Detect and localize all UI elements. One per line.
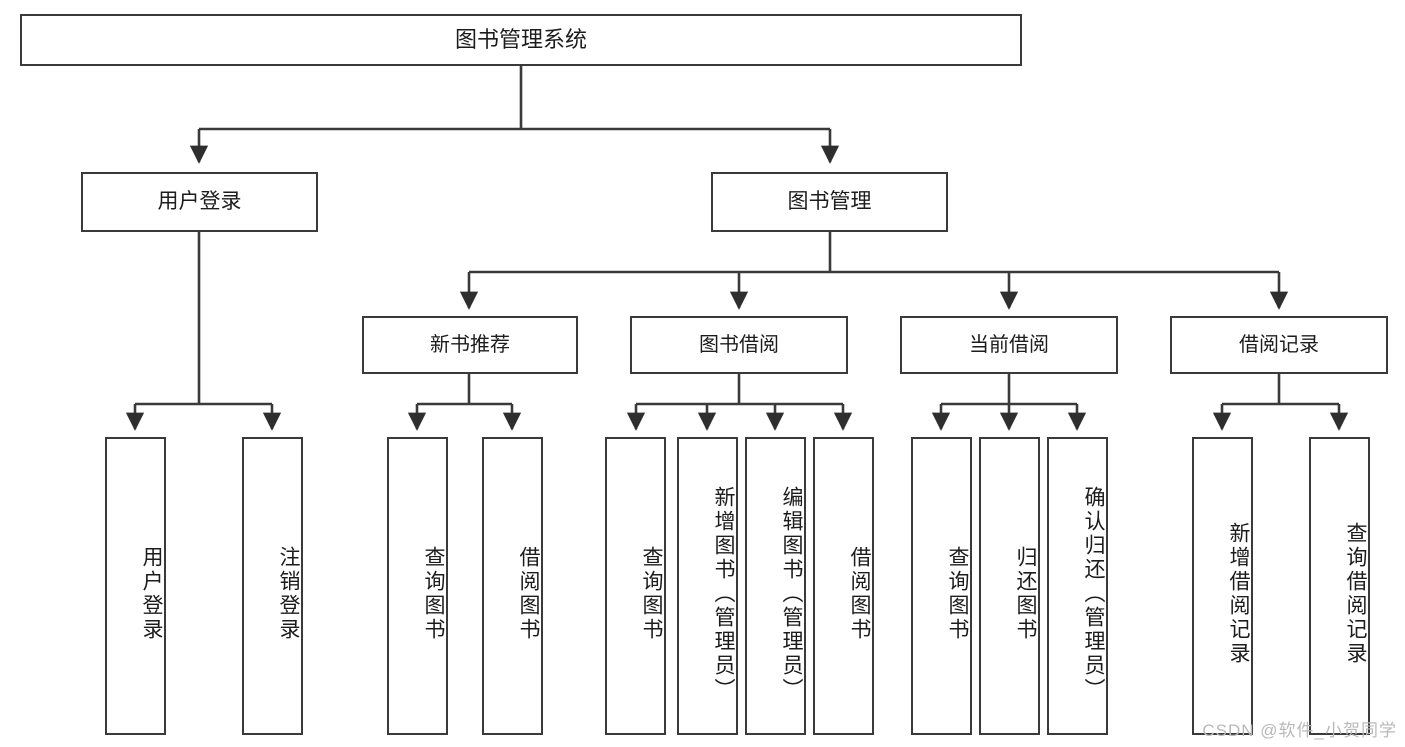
leaf-user-logout[interactable]: 注销登录 bbox=[242, 437, 303, 735]
leaf-current-confirm-return-admin[interactable]: 确认归还（管理员） bbox=[1047, 437, 1108, 735]
leaf-borrow-query-book[interactable]: 查询图书 bbox=[605, 437, 666, 735]
node-current-borrow[interactable]: 当前借阅 bbox=[900, 316, 1118, 374]
node-user-login[interactable]: 用户登录 bbox=[81, 172, 318, 232]
node-book-management[interactable]: 图书管理 bbox=[711, 172, 948, 232]
node-borrow-record[interactable]: 借阅记录 bbox=[1170, 316, 1388, 374]
leaf-current-query-book[interactable]: 查询图书 bbox=[911, 437, 972, 735]
leaf-record-query-record[interactable]: 查询借阅记录 bbox=[1309, 437, 1370, 735]
leaf-current-return-book[interactable]: 归还图书 bbox=[979, 437, 1040, 735]
leaf-record-add-record[interactable]: 新增借阅记录 bbox=[1192, 437, 1253, 735]
node-book-borrow[interactable]: 图书借阅 bbox=[630, 316, 848, 374]
leaf-recommend-query-book[interactable]: 查询图书 bbox=[387, 437, 448, 735]
leaf-user-login[interactable]: 用户登录 bbox=[105, 437, 166, 735]
leaf-borrow-edit-book-admin[interactable]: 编辑图书（管理员） bbox=[745, 437, 806, 735]
leaf-borrow-borrow-book[interactable]: 借阅图书 bbox=[813, 437, 874, 735]
node-root[interactable]: 图书管理系统 bbox=[20, 14, 1022, 66]
leaf-borrow-add-book-admin[interactable]: 新增图书（管理员） bbox=[677, 437, 738, 735]
leaf-recommend-borrow-book[interactable]: 借阅图书 bbox=[482, 437, 543, 735]
node-new-book-recommend[interactable]: 新书推荐 bbox=[362, 316, 578, 374]
